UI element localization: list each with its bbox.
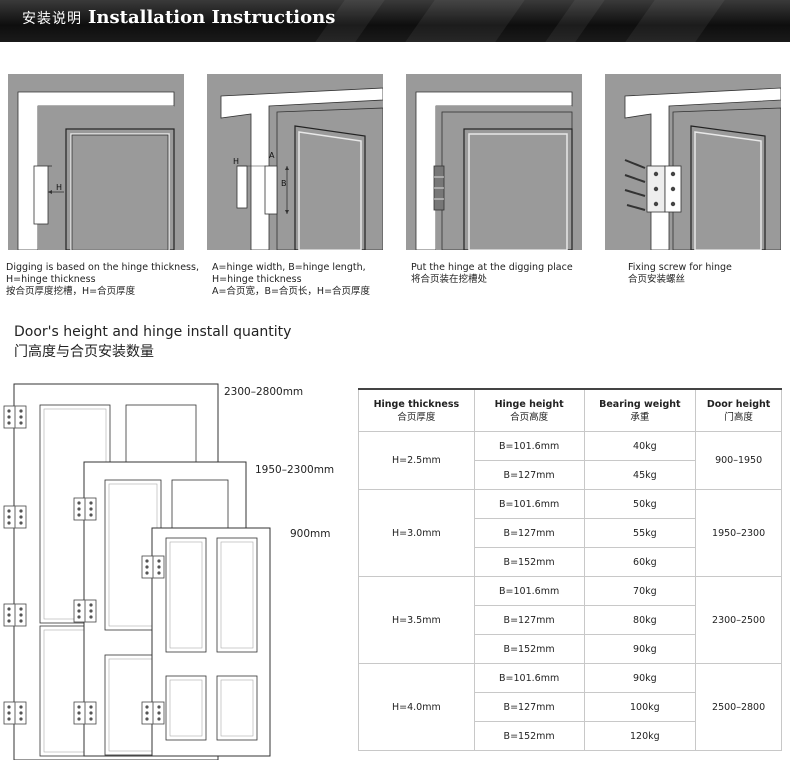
thickness-cell: H=2.5mm [358, 431, 475, 490]
height-cell: B=101.6mm [473, 663, 585, 693]
height-cell: B=152mm [473, 721, 585, 751]
height-cell: B=152mm [473, 634, 585, 664]
step-2-label-b: B [281, 179, 287, 188]
step-4-caption: Fixing screw for hinge 合页安装螺丝 [628, 262, 732, 286]
table-row: B=127mm 45kg [359, 460, 782, 490]
door-label-medium: 1950–2300mm [255, 464, 335, 476]
height-cell: B=127mm [473, 460, 585, 490]
height-cell: B=152mm [473, 547, 585, 577]
step-1-label-h: H [56, 183, 62, 192]
step-2-caption-line: A=合页宽，B=合页长，H=合页厚度 [212, 286, 371, 297]
weight-cell: 70kg [583, 576, 697, 606]
door-height-cell: 2500–2800 [695, 663, 782, 751]
thickness-cell: H=3.0mm [358, 489, 475, 577]
height-cell: B=127mm [473, 518, 585, 548]
table-row: H=3.0mm B=101.6mm 50kg 1950–2300 [358, 489, 782, 577]
height-cell: B=127mm [473, 692, 585, 722]
step-3-illustration [406, 74, 582, 250]
door-label-small: 900mm [290, 528, 331, 540]
thickness-cell: H=4.0mm [358, 663, 475, 751]
step-2-label-a: A [269, 151, 275, 160]
banner-title-en: Installation Instructions [88, 7, 336, 28]
weight-cell: 90kg [583, 634, 697, 664]
step-3-caption-line: 将合页装在挖槽处 [411, 274, 488, 285]
weight-cell: 50kg [583, 489, 697, 519]
weight-cell: 45kg [583, 460, 697, 490]
step-1-caption: Digging is based on the hinge thickness,… [6, 262, 199, 298]
table-row: H=4.0mm B=101.6mm 90kg 2500–2800 [358, 663, 782, 751]
weight-cell: 80kg [583, 605, 697, 635]
step-2-caption-line: A=hinge width, B=hinge length, [212, 262, 366, 273]
step-4-caption-line: 合页安装螺丝 [628, 274, 686, 285]
door-label-large: 2300–2800mm [224, 386, 304, 398]
weight-cell: 100kg [583, 692, 697, 722]
height-cell: B=127mm [473, 605, 585, 635]
height-cell: B=101.6mm [473, 489, 585, 519]
step-1-caption-line: H=hinge thickness [6, 274, 96, 285]
door-height-cell: 900–1950 [695, 431, 782, 490]
thickness-cell: H=3.5mm [358, 576, 475, 664]
table-row: B=127mm 100kg [359, 692, 782, 722]
table-row: H=3.5mm B=101.6mm 70kg 2300–2500 [358, 576, 782, 664]
step-4-illustration [605, 74, 781, 250]
quantity-title-cn: 门高度与合页安装数量 [14, 344, 154, 360]
step-3-caption: Put the hinge at the digging place 将合页装在… [411, 262, 573, 286]
door-height-cell: 2300–2500 [695, 576, 782, 664]
doors-illustration [3, 383, 271, 760]
height-cell: B=101.6mm [473, 576, 585, 606]
door-height-cell: 1950–2300 [695, 489, 782, 577]
table-row: H=2.5mm B=101.6mm 40kg 900–1950 [358, 431, 782, 490]
step-2-label-h: H [233, 157, 239, 166]
table-row: B=152mm 60kg [359, 547, 782, 577]
banner-title-cn: 安装说明 [22, 11, 82, 27]
header-banner: 安装说明 Installation Instructions [0, 0, 790, 42]
step-1-illustration: H [8, 74, 184, 250]
banner-title: 安装说明 Installation Instructions [22, 7, 335, 28]
weight-cell: 90kg [583, 663, 697, 693]
step-2-caption: A=hinge width, B=hinge length, H=hinge t… [212, 262, 370, 298]
step-1-caption-line: Digging is based on the hinge thickness, [6, 262, 199, 273]
height-cell: B=101.6mm [473, 431, 585, 461]
weight-cell: 120kg [583, 721, 697, 751]
weight-cell: 60kg [583, 547, 697, 577]
step-1-caption-line: 按合页厚度挖槽，H=合页厚度 [6, 286, 136, 297]
table-row: B=152mm 90kg [359, 634, 782, 664]
table-row: B=127mm 55kg [359, 518, 782, 548]
table-row: B=152mm 120kg [359, 721, 782, 751]
quantity-title-en: Door's height and hinge install quantity [14, 324, 292, 340]
weight-cell: 55kg [583, 518, 697, 548]
step-2-illustration: H A B [207, 74, 383, 250]
step-4-caption-line: Fixing screw for hinge [628, 262, 732, 273]
step-2-caption-line: H=hinge thickness [212, 274, 302, 285]
weight-cell: 40kg [583, 431, 697, 461]
step-3-caption-line: Put the hinge at the digging place [411, 262, 573, 273]
quantity-section-title: Door's height and hinge install quantity… [14, 322, 291, 362]
